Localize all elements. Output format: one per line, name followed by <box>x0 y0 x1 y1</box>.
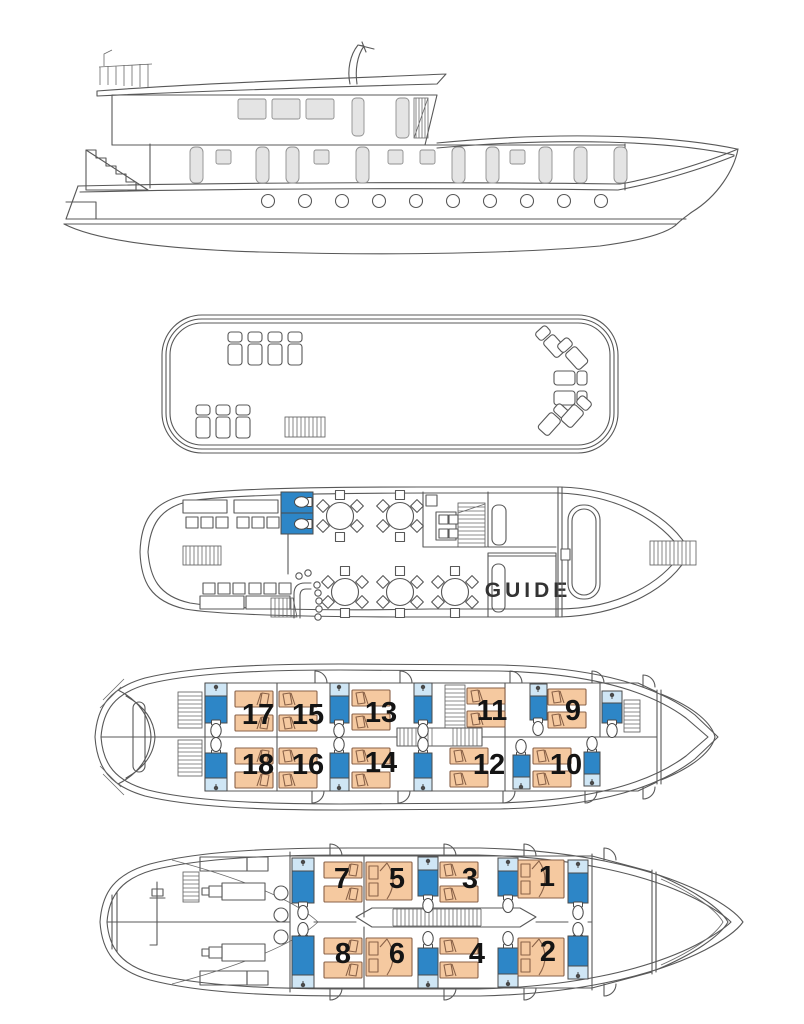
mid-stairs <box>399 728 478 746</box>
cabin-2: 2 <box>517 936 565 977</box>
bathroom-1-2-mid <box>497 857 519 988</box>
wheelhouse <box>557 486 601 618</box>
engine-port <box>201 882 266 901</box>
cabin-number: 10 <box>550 749 582 781</box>
cabin-number: 17 <box>242 699 274 731</box>
cabin-6: 6 <box>365 937 413 977</box>
cabin-number: 18 <box>242 749 274 781</box>
cabin-number: 5 <box>389 863 405 895</box>
engine-starboard <box>201 943 266 962</box>
bathroom-9 <box>601 690 623 738</box>
cabin-number: 6 <box>389 938 405 970</box>
bar-counter <box>293 569 323 621</box>
cabin-12: 12 <box>449 747 505 788</box>
aft-deck-tables <box>182 499 292 610</box>
cabin-number: 16 <box>292 749 324 781</box>
cabin-3: 3 <box>439 861 479 903</box>
corridor-stairs <box>392 908 482 927</box>
steering-gear <box>149 881 166 946</box>
cabin-number: 15 <box>292 699 324 731</box>
bow-stairs <box>623 699 641 733</box>
cabin-number: 13 <box>365 697 397 729</box>
deckhouse1-windows <box>189 146 628 184</box>
cabin-number: 9 <box>565 695 581 727</box>
cabin-number: 8 <box>335 938 351 970</box>
bathroom-7-8 <box>291 857 315 989</box>
cabin-4: 4 <box>439 937 485 979</box>
aft-deck-bench <box>182 545 222 566</box>
guide-room: GUIDE <box>485 552 572 618</box>
bathroom-11 <box>529 683 548 736</box>
ship-side-profile <box>63 41 739 255</box>
cabin-number: 2 <box>540 936 556 968</box>
bar-room <box>422 491 488 548</box>
mast <box>348 41 375 85</box>
cabin-13: 13 <box>351 689 397 731</box>
cabin-number: 3 <box>462 863 478 895</box>
sun-deck-stairs <box>284 416 326 438</box>
cabin-14: 14 <box>351 747 397 789</box>
main-deck-stairs <box>457 502 486 548</box>
cabin-7: 7 <box>323 861 363 903</box>
dining-tables <box>316 489 479 619</box>
wc-rooms <box>280 491 314 575</box>
cabin-1: 1 <box>517 859 565 899</box>
deckhouse2-stairs <box>413 97 429 139</box>
cabin-number: 1 <box>539 861 555 893</box>
porthole-row <box>260 193 609 209</box>
cabin-5: 5 <box>365 861 413 901</box>
gangway-hatch <box>270 597 298 618</box>
stern-stairwell <box>177 691 203 777</box>
aft-railing <box>98 49 153 87</box>
sun-deck-plan <box>161 314 619 454</box>
cabin-9: 9 <box>547 688 587 729</box>
cabin-17: 17 <box>234 690 274 732</box>
stern-stairs <box>85 149 149 191</box>
guide-room-label: GUIDE <box>485 579 572 602</box>
stair-lobby-door <box>491 504 507 546</box>
main-deck-plan: GUIDE <box>139 486 697 621</box>
cabin-deck-9-18: 17 15 13 11 9 18 16 14 12 10 <box>94 663 719 811</box>
cabin-deck-1-8: 7 5 3 1 8 6 4 2 <box>99 843 744 1001</box>
engine-room-stairs <box>182 871 200 903</box>
toilet-icon <box>294 496 313 508</box>
cabin-11: 11 <box>466 687 508 728</box>
bathroom-13-14 <box>413 682 433 792</box>
cabin-16: 16 <box>278 747 324 789</box>
bow-compartment <box>651 869 729 975</box>
cabin-number: 7 <box>334 863 350 895</box>
cabin-18: 18 <box>234 747 274 789</box>
cabin-10: 10 <box>532 747 582 788</box>
stairs-to-11 <box>444 684 466 729</box>
sun-loungers-bow <box>533 324 594 438</box>
bathroom-17-18 <box>204 682 228 792</box>
cabin-15: 15 <box>278 690 324 732</box>
bathroom-10 <box>583 736 601 787</box>
cabin-8: 8 <box>323 937 363 979</box>
bathroom-3-4 <box>417 856 439 989</box>
toilet-icon <box>294 518 313 530</box>
engine-room <box>106 851 319 993</box>
bathroom-12 <box>512 739 531 790</box>
cabin-number: 4 <box>469 938 485 970</box>
bathroom-1-2-fwd <box>567 859 589 980</box>
sun-loungers-top <box>227 331 303 366</box>
sun-loungers-bottom <box>195 404 251 439</box>
cabin-number: 14 <box>365 747 397 779</box>
bathroom-15-16 <box>329 682 350 792</box>
cabin-number: 11 <box>477 695 508 727</box>
deckhouse2-windows <box>237 97 410 139</box>
bowsprit-gangway <box>649 540 697 566</box>
cabin-number: 12 <box>473 749 505 781</box>
